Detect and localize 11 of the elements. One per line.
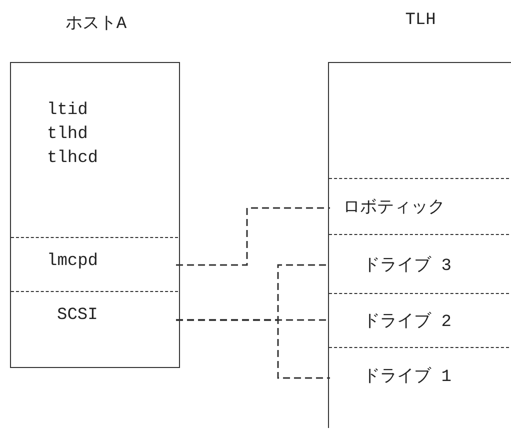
section-label: SCSI: [57, 306, 98, 325]
connector-line: [176, 319, 330, 379]
section-label: ltid tlhd tlhcd: [47, 100, 100, 170]
section-label: ドライブ 3: [363, 254, 452, 276]
section-label: ロボティック: [343, 198, 445, 218]
connector-line: [176, 207, 330, 266]
section-label: ドライブ 2: [363, 310, 452, 332]
section-label: lmcpd: [47, 252, 98, 271]
box-heading: TLH: [404, 11, 437, 30]
section-label: ドライブ 1: [363, 366, 452, 387]
box-heading: ホストA: [64, 14, 128, 34]
